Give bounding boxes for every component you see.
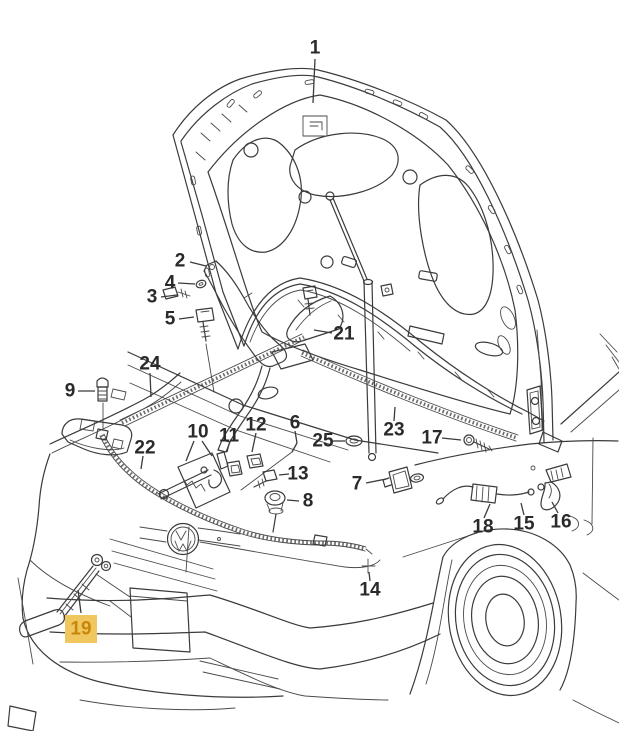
- callout-4[interactable]: 4: [165, 273, 176, 294]
- leader-line-4: [177, 282, 196, 285]
- leader-line-6: [294, 430, 298, 444]
- callout-14[interactable]: 14: [359, 580, 381, 601]
- leader-line-5: [178, 316, 195, 320]
- leader-line-7: [365, 478, 387, 484]
- callout-18[interactable]: 18: [472, 517, 493, 538]
- leader-line-22: [140, 455, 144, 470]
- callout-7[interactable]: 7: [352, 474, 363, 495]
- leader-line-16: [551, 501, 559, 514]
- callout-19[interactable]: 19: [70, 619, 91, 640]
- leader-line-3: [160, 294, 178, 298]
- callout-16[interactable]: 16: [550, 512, 571, 533]
- callout-12[interactable]: 12: [245, 415, 266, 436]
- leader-line-2: [189, 261, 207, 267]
- leader-line-1: [312, 58, 316, 104]
- callout-10[interactable]: 10: [187, 422, 208, 443]
- callout-9[interactable]: 9: [65, 381, 76, 402]
- release-cable-and-handle: [435, 463, 572, 511]
- highlight-box-19: [65, 615, 97, 643]
- leader-line-13: [278, 473, 290, 476]
- hood-hatch-ticks: [195, 104, 495, 398]
- car-body: [7, 333, 619, 731]
- screw-17: [407, 325, 493, 453]
- hood-assembly: [172, 67, 563, 453]
- buffer-9: [96, 377, 109, 431]
- lock-assembly: [157, 435, 425, 533]
- callout-11[interactable]: 11: [219, 426, 240, 447]
- callout-24[interactable]: 24: [139, 354, 161, 375]
- callout-13[interactable]: 13: [287, 464, 308, 485]
- leader-line-10: [201, 440, 213, 457]
- leader-line-24: [149, 372, 152, 398]
- left-hinge-parts: [162, 260, 314, 453]
- callout-3[interactable]: 3: [147, 287, 158, 308]
- leader-line-8: [286, 499, 300, 502]
- callout-8[interactable]: 8: [303, 491, 314, 512]
- leader-line-21: [313, 329, 333, 334]
- leader-line-18: [483, 503, 491, 519]
- front-wheel: [447, 543, 563, 697]
- gas-strut: [325, 191, 394, 462]
- seal-strips: [95, 333, 519, 555]
- callout-23[interactable]: 23: [383, 420, 404, 441]
- callout-2[interactable]: 2: [175, 251, 186, 272]
- leader-line-19: [77, 589, 82, 614]
- leader-line-11: [226, 443, 230, 453]
- callout-17[interactable]: 17: [421, 428, 442, 449]
- leader-line-17: [441, 437, 462, 441]
- leader-line-23: [393, 406, 396, 422]
- callout-1[interactable]: 1: [310, 38, 321, 59]
- leader-line-10: [185, 440, 195, 462]
- leader-line-14: [368, 571, 371, 582]
- callout-22[interactable]: 22: [134, 438, 155, 459]
- callout-21[interactable]: 21: [333, 324, 355, 345]
- hood-right-hinge-bracket: [526, 385, 563, 453]
- stop-wedge-21: [286, 285, 344, 343]
- callout-25[interactable]: 25: [312, 431, 334, 452]
- callout-15[interactable]: 15: [513, 514, 535, 535]
- callout-6[interactable]: 6: [290, 413, 301, 434]
- leader-line-6: [291, 442, 298, 453]
- leader-line-15: [520, 502, 525, 516]
- leader-line-12: [251, 432, 257, 453]
- vw-emblem: [166, 522, 200, 556]
- callout-5[interactable]: 5: [165, 309, 176, 330]
